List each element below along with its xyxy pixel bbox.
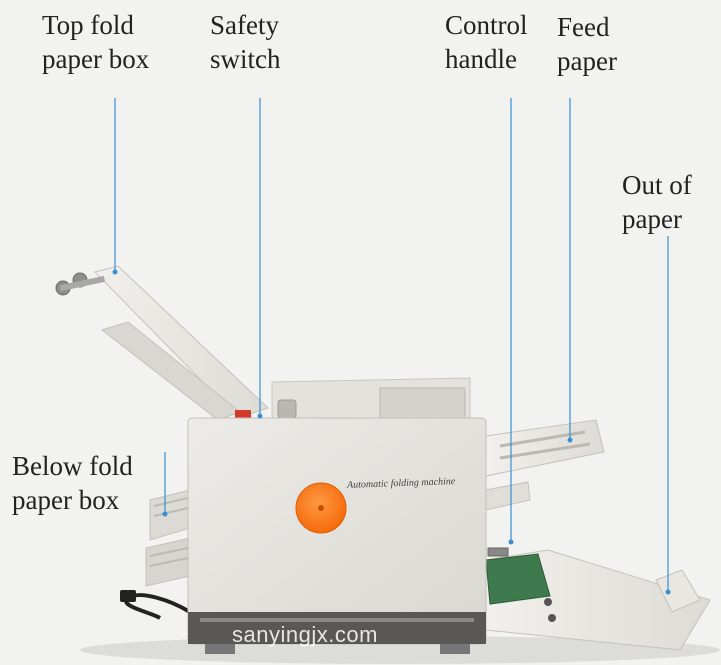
- below-fold-slot: [153, 507, 189, 517]
- machine-foot: [440, 644, 470, 654]
- label-line: Below fold: [12, 451, 133, 481]
- machine-base-strip-inner: [200, 618, 474, 622]
- label-line: switch: [210, 44, 281, 74]
- label-safety-switch: Safety switch: [210, 8, 281, 76]
- feed-tray-slot: [499, 430, 586, 448]
- safety-switch-marker: [235, 410, 251, 418]
- safety-knob: [277, 399, 297, 419]
- machine-body: [187, 417, 487, 645]
- mid-tray: [485, 481, 531, 511]
- label-top-fold-paper-box: Top fold paper box: [42, 8, 149, 76]
- machine-base-strip: [188, 612, 486, 644]
- conveyor-belt: [485, 553, 551, 605]
- top-fold-paper-box: [94, 265, 269, 419]
- feed-tray-slot: [499, 442, 591, 460]
- out-tray-stopper: [655, 569, 701, 613]
- speed-knob-center: [318, 505, 324, 511]
- label-line: Top fold: [42, 10, 134, 40]
- label-line: paper box: [12, 485, 120, 515]
- below-fold-slot: [149, 547, 189, 557]
- leader-endpoints: [112, 269, 671, 595]
- belt-roller: [544, 598, 552, 606]
- label-feed-paper: Feed paper: [557, 10, 617, 78]
- machine-foot: [205, 644, 235, 654]
- label-line: Safety: [210, 10, 279, 40]
- label-line: Feed: [557, 12, 610, 42]
- label-line: paper: [622, 204, 682, 234]
- label-control-handle: Control handle: [445, 8, 528, 76]
- watermark: sanyingjx.com: [232, 622, 378, 647]
- below-fold-slot: [149, 557, 189, 567]
- label-below-fold-paper-box: Below fold paper box: [12, 449, 133, 517]
- control-handle: [487, 547, 509, 557]
- top-fold-rod: [59, 275, 106, 292]
- feed-paper-tray: [485, 419, 605, 477]
- label-out-of-paper: Out of paper: [622, 168, 692, 236]
- below-fold-slot: [153, 497, 189, 507]
- power-plug: [120, 590, 136, 602]
- label-line: paper box: [42, 44, 150, 74]
- machine-back-panel: [379, 387, 466, 421]
- belt-roller: [548, 614, 556, 622]
- leader-lines: [114, 98, 669, 590]
- label-line: handle: [445, 44, 517, 74]
- label-line: paper: [557, 46, 617, 76]
- label-line: Out of: [622, 170, 692, 200]
- label-line: Control: [445, 10, 528, 40]
